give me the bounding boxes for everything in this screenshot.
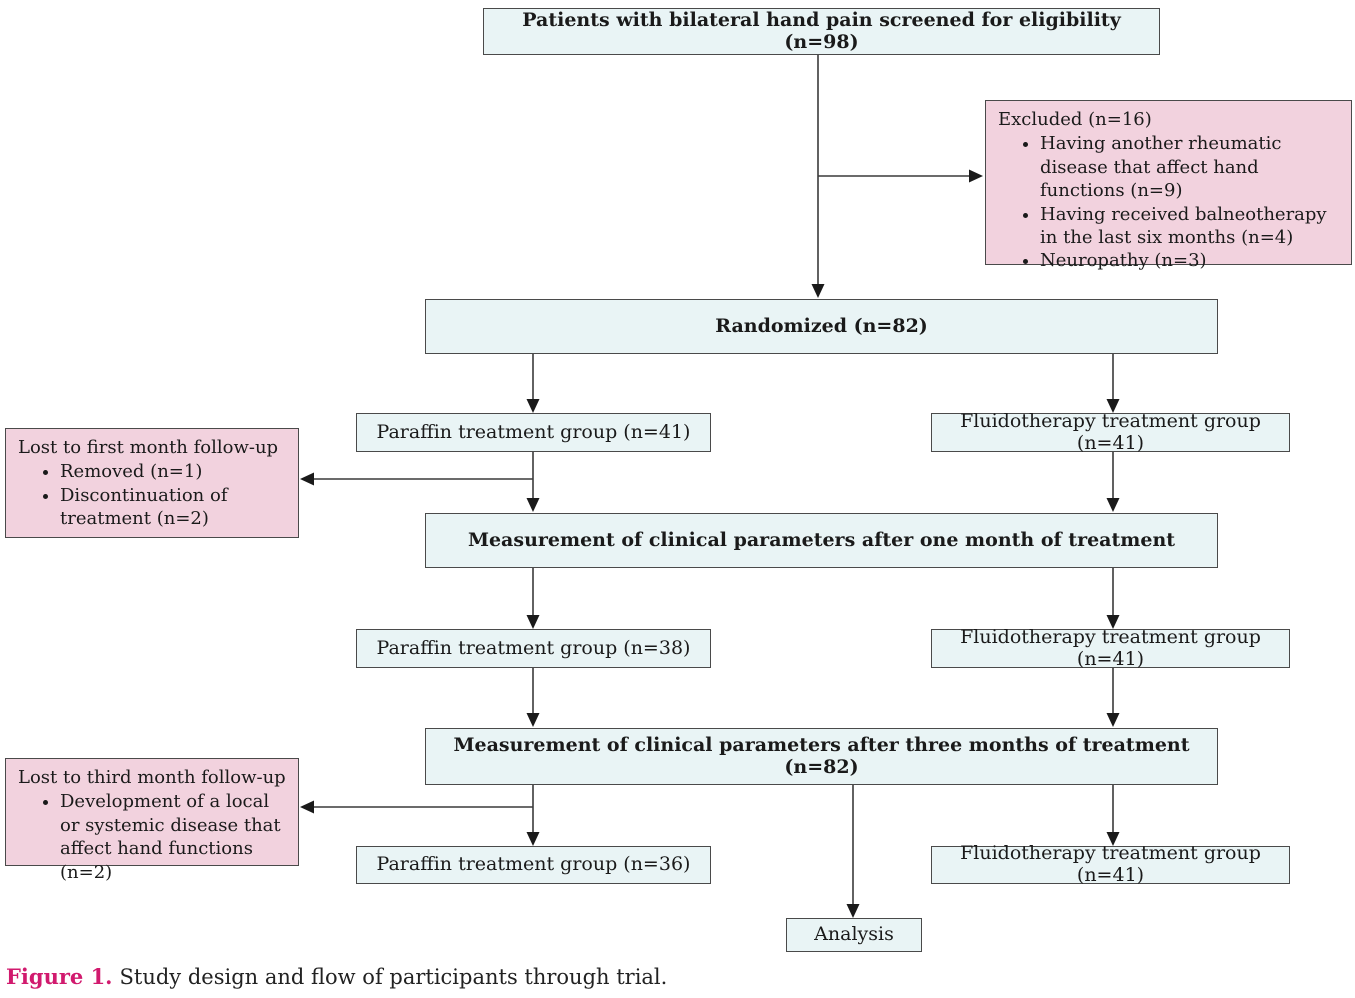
- node-screened: Patients with bilateral hand pain screen…: [483, 8, 1160, 55]
- node-excluded: Excluded (n=16) Having another rheumatic…: [985, 100, 1352, 271]
- lost-first-item: Discontinuation of treatment (n=2): [60, 484, 288, 531]
- node-analysis: Analysis: [786, 918, 922, 952]
- node-fluidotherapy-2: Fluidotherapy treatment group (n=41): [931, 626, 1290, 669]
- node-lost-third-month: Lost to third month follow-up Developmen…: [5, 758, 299, 883]
- node-lost-first-month: Lost to first month follow-up Removed (n…: [5, 428, 299, 538]
- node-fluidotherapy-3: Fluidotherapy treatment group (n=41): [931, 842, 1290, 886]
- lost-first-title: Lost to first month follow-up: [18, 437, 279, 458]
- caption-label: Figure 1.: [6, 964, 113, 989]
- lost-third-item: Development of a local or systemic disea…: [60, 790, 288, 884]
- caption-text: Study design and flow of participants th…: [119, 965, 668, 989]
- node-measurement-one-month: Measurement of clinical parameters after…: [425, 513, 1218, 568]
- node-measurement-three-months: Measurement of clinical parameters after…: [425, 728, 1218, 785]
- lost-first-list: Removed (n=1) Discontinuation of treatme…: [18, 460, 288, 530]
- node-randomized: Randomized (n=82): [425, 299, 1218, 354]
- node-paraffin-1: Paraffin treatment group (n=41): [356, 413, 711, 452]
- lost-first-item: Removed (n=1): [60, 460, 288, 483]
- lost-third-list: Development of a local or systemic disea…: [18, 790, 288, 884]
- node-paraffin-2: Paraffin treatment group (n=38): [356, 629, 711, 668]
- excluded-title: Excluded (n=16): [998, 109, 1152, 130]
- excluded-item: Neuropathy (n=3): [1040, 249, 1341, 272]
- node-paraffin-3: Paraffin treatment group (n=36): [356, 846, 711, 884]
- figure-caption: Figure 1.Study design and flow of partic…: [6, 964, 667, 989]
- lost-third-title: Lost to third month follow-up: [18, 767, 286, 788]
- excluded-item: Having another rheumatic disease that af…: [1040, 132, 1341, 202]
- excluded-item: Having received balneotherapy in the las…: [1040, 203, 1341, 250]
- node-fluidotherapy-1: Fluidotherapy treatment group (n=41): [931, 410, 1290, 453]
- excluded-list: Having another rheumatic disease that af…: [998, 132, 1341, 272]
